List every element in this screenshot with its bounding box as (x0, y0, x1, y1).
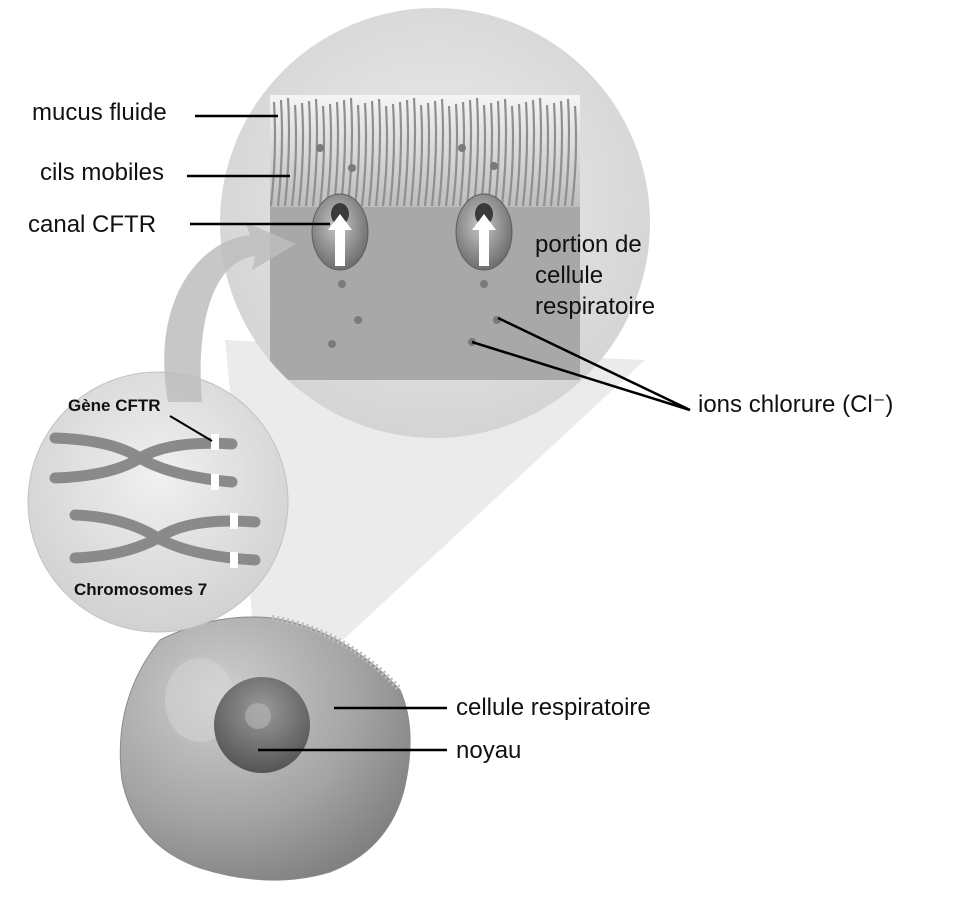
cilium (514, 103, 522, 207)
cilium (374, 98, 382, 207)
cilium (493, 100, 501, 207)
cilium (318, 105, 326, 207)
cilium (563, 98, 571, 207)
cilium (507, 105, 515, 207)
cilium (521, 101, 529, 207)
label-cftr-channel: canal CFTR (28, 211, 156, 238)
cilium (416, 104, 424, 207)
zoom-projection-cone (225, 340, 645, 715)
label-cell-portion-2: cellule (535, 262, 603, 289)
cftr-channel-left (311, 193, 369, 271)
cilium (500, 98, 508, 207)
cilium (458, 101, 466, 207)
cilia-layer (269, 95, 580, 207)
cilium (304, 100, 312, 207)
cilium (437, 98, 445, 207)
label-cell-portion-1: portion de (535, 231, 642, 258)
chromosome-pair-1 (49, 432, 238, 490)
cilium (297, 102, 305, 207)
cilium (570, 105, 578, 207)
cilium (388, 103, 396, 207)
cilium (325, 103, 333, 207)
label-chloride-ions: ions chlorure (Cl⁻) (698, 391, 893, 418)
cilium (542, 104, 550, 207)
label-cftr-gene: Gène CFTR (68, 396, 161, 415)
cilium (360, 102, 368, 207)
label-cilia: cils mobiles (40, 159, 164, 186)
chromosome-pair-2 (69, 509, 261, 568)
cilium (381, 105, 389, 207)
cilium (367, 100, 375, 207)
cilium (402, 99, 410, 207)
chloride-ions (316, 144, 501, 348)
cilium (549, 102, 557, 207)
cftr-channel-right (455, 193, 513, 271)
cilium (311, 98, 319, 207)
cilium (535, 97, 543, 207)
cilium (423, 102, 431, 207)
cilium (444, 105, 452, 207)
membrane-zoom-circle (220, 8, 650, 438)
cilium (409, 97, 417, 207)
cilium (346, 97, 354, 207)
cftr-gene-band (211, 434, 219, 450)
gene-expression-arrow (164, 222, 296, 402)
cilium (290, 104, 298, 207)
label-mucus: mucus fluide (32, 99, 167, 126)
cilium (395, 101, 403, 207)
label-cell-portion-3: respiratoire (535, 293, 655, 320)
cilium (465, 99, 473, 207)
cilium (472, 97, 480, 207)
cilium (556, 100, 564, 207)
label-nucleus: noyau (456, 737, 521, 764)
cilium (283, 97, 291, 207)
cilium (353, 104, 361, 207)
cilium (430, 100, 438, 207)
chromosome-zoom-circle (27, 371, 289, 633)
cilium (276, 99, 284, 207)
cilium (528, 99, 536, 207)
label-respiratory-cell: cellule respiratoire (456, 694, 651, 721)
cilium (269, 101, 277, 207)
cilium (451, 103, 459, 207)
leader-lines (169, 114, 691, 752)
label-chromosomes: Chromosomes 7 (74, 580, 207, 599)
